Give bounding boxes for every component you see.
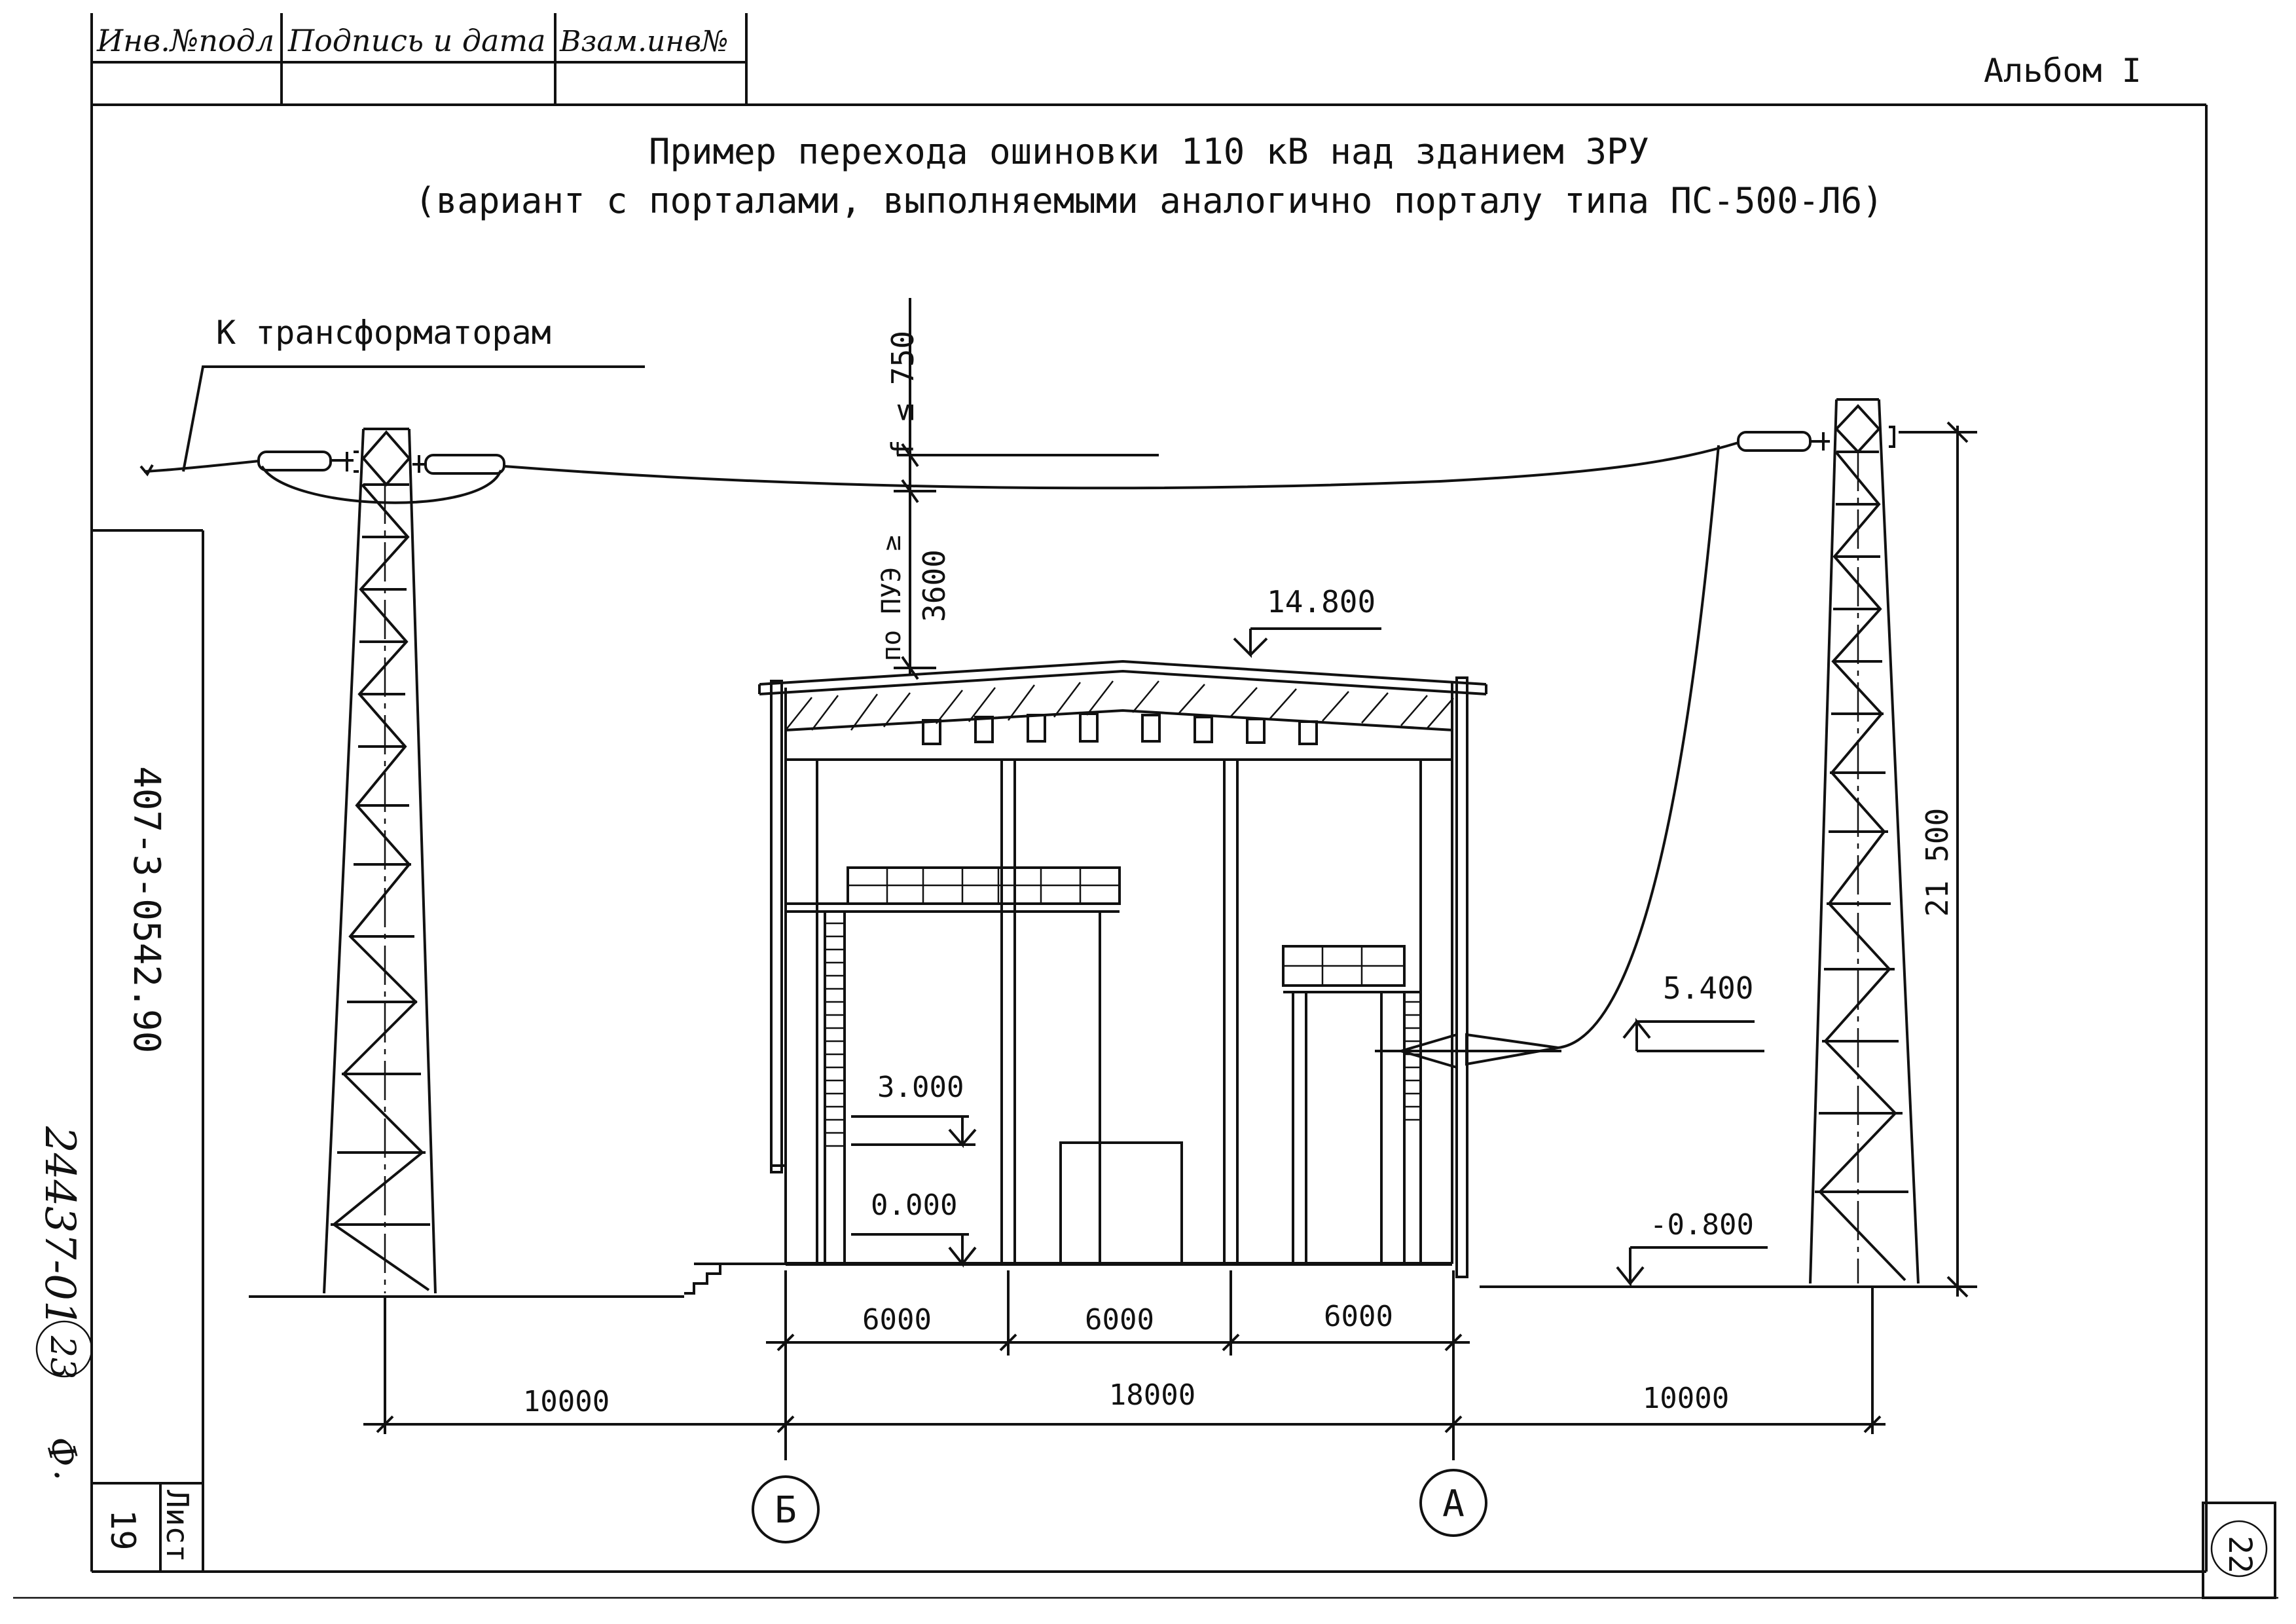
busbar-conductor bbox=[139, 365, 1739, 1049]
ground-mark-value: -0.800 bbox=[1650, 1208, 1754, 1242]
drawing-subtitle: (вариант с порталами, выполняемыми анало… bbox=[414, 180, 1883, 221]
sag-dimension: f ≤ 750 по ПУЭ ≥ 3600 bbox=[877, 298, 1159, 680]
clearance-note: по ПУЭ ≥ bbox=[877, 535, 907, 661]
top-stamp: Инв.№подл Подпись и дата Взам.инв№ bbox=[90, 13, 748, 105]
platform-mark-value: 3.000 bbox=[877, 1071, 964, 1104]
doc-number: 407-3-0542.90 bbox=[125, 766, 168, 1053]
sheet-frame bbox=[13, 103, 2278, 1599]
lattice-right bbox=[1815, 451, 1908, 1282]
axis-marker-a: А bbox=[1419, 1469, 1487, 1537]
span-dim-3: 6000 bbox=[1324, 1300, 1393, 1333]
overall-dimensions: 10000 18000 10000 bbox=[363, 1287, 1886, 1460]
overall-dim-right: 10000 bbox=[1643, 1382, 1729, 1415]
span-dim-2: 6000 bbox=[1085, 1303, 1154, 1337]
drawing-title: Пример перехода ошиновки 110 кВ над здан… bbox=[649, 131, 1649, 172]
axis-marker-b: Б bbox=[752, 1475, 820, 1543]
stamp-col-sign: Подпись и дата bbox=[287, 23, 546, 58]
sag-label: f ≤ 750 bbox=[885, 331, 920, 458]
sheet-number: 19 bbox=[103, 1509, 142, 1551]
portal-left bbox=[323, 428, 437, 1294]
roof-mark-value: 14.800 bbox=[1267, 584, 1376, 619]
page-badge: 22 bbox=[2202, 1502, 2276, 1599]
span-dimensions: 6000 6000 6000 bbox=[766, 1270, 1470, 1356]
span-dim-1: 6000 bbox=[862, 1303, 932, 1337]
level-mark-5400: 5.400 bbox=[1622, 970, 1764, 1052]
insulator-strings bbox=[257, 426, 1895, 475]
circle-number: 23 bbox=[43, 1335, 82, 1379]
portal-height-value: 21 500 bbox=[1920, 808, 1955, 917]
signature-mark: Ф. bbox=[37, 1432, 88, 1484]
clearance-value: 3600 bbox=[917, 549, 952, 622]
inv-number: 24437-01 bbox=[35, 1126, 84, 1327]
svg-text:22: 22 bbox=[2221, 1536, 2258, 1574]
to-transformers-label: К трансформаторам bbox=[216, 314, 551, 352]
roof-level-mark: 14.800 bbox=[1233, 584, 1381, 658]
level-mark-minus-0800: -0.800 bbox=[1616, 1208, 1768, 1287]
level-mark-3000: 3.000 bbox=[851, 1071, 977, 1149]
ground-line bbox=[249, 1285, 1971, 1298]
album-label: Альбом I bbox=[1984, 52, 2141, 90]
svg-text:А: А bbox=[1442, 1483, 1465, 1525]
zru-building bbox=[684, 659, 1561, 1295]
level-mark-0000: 0.000 bbox=[851, 1189, 977, 1268]
portal-height-dimension: 21 500 bbox=[1899, 421, 1977, 1298]
side-stamp: 407-3-0542.90 24437-01 23 Ф. Лист 19 bbox=[35, 529, 204, 1572]
stamp-col-replace: Взам.инв№ bbox=[559, 25, 729, 58]
bushing-mark-value: 5.400 bbox=[1663, 970, 1753, 1006]
roof-windows bbox=[922, 712, 1318, 745]
sheet-label: Лист bbox=[160, 1490, 195, 1562]
stamp-col-inv: Инв.№подл bbox=[96, 23, 274, 58]
svg-text:Б: Б bbox=[774, 1489, 797, 1532]
lattice-left bbox=[331, 483, 430, 1291]
floor-mark-value: 0.000 bbox=[871, 1189, 957, 1222]
portal-right bbox=[1809, 398, 1920, 1284]
overall-dim-center: 18000 bbox=[1109, 1378, 1195, 1412]
overall-dim-left: 10000 bbox=[523, 1385, 610, 1418]
circle-number-ring bbox=[35, 1320, 93, 1378]
